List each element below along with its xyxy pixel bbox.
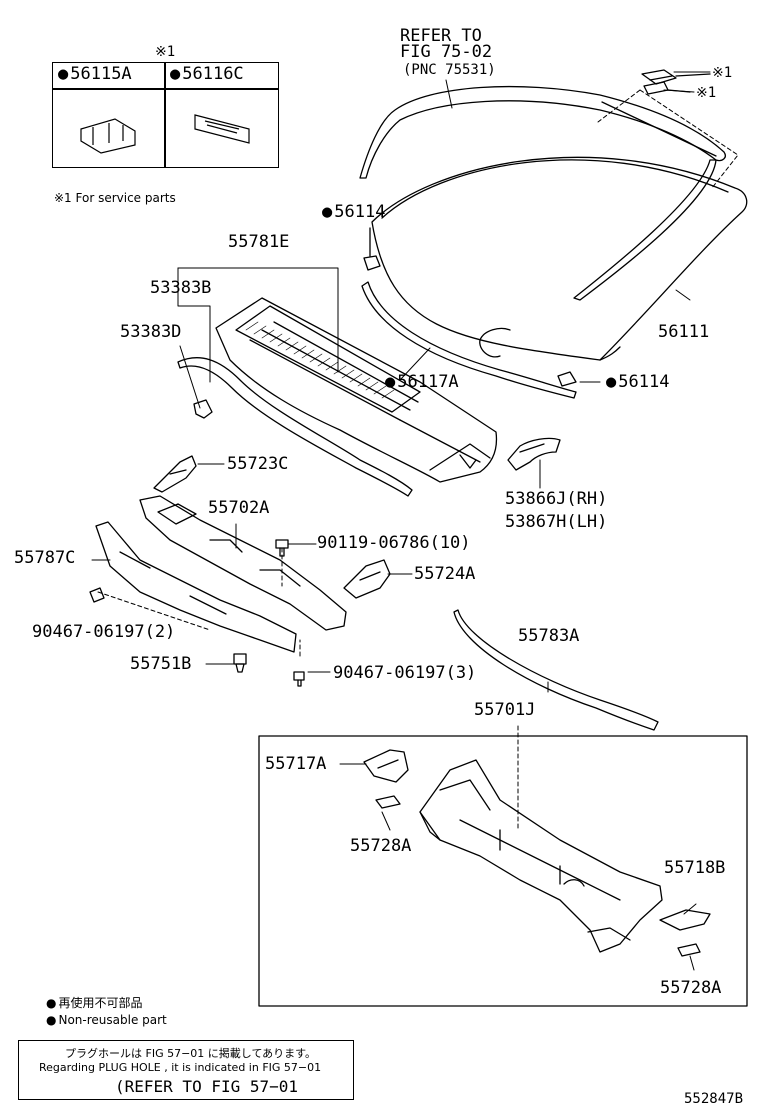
inset-part-56116C: 56116C	[170, 66, 243, 83]
inset-cell-header-2	[164, 62, 279, 90]
label-55723C: 55723C	[227, 454, 289, 474]
inset-cell-body-1	[52, 88, 166, 168]
assembly-box-55701J	[258, 735, 748, 1007]
plug-hole-jp: プラグホールは FIG 57−01 に掲載してあります。	[65, 1047, 317, 1060]
label-55781E: 55781E	[228, 232, 290, 252]
clip-56114-top	[363, 227, 381, 271]
label-55701J: 55701J	[474, 700, 536, 720]
plug-hole-refer: (REFER TO FIG 57−01	[115, 1077, 299, 1096]
clip-90467-left	[89, 587, 105, 603]
label-53383D: 53383D	[120, 322, 182, 342]
grommet-55751B	[233, 653, 247, 673]
label-55702A: 55702A	[208, 498, 270, 518]
refer-to-line2: FIG 75-02	[400, 42, 493, 62]
label-55724A: 55724A	[414, 564, 476, 584]
seal-53383D	[177, 357, 413, 497]
label-53866J: 53866J(RH)	[505, 489, 608, 509]
inset-mark: ※1	[155, 44, 176, 60]
clip-leader-lines	[597, 89, 739, 189]
label-55718B: 55718B	[664, 858, 726, 878]
clip-56114-bottom	[557, 371, 577, 387]
inset-cell-header-1	[52, 62, 166, 90]
cowl-lower-55787C	[95, 521, 297, 653]
clip-56116C-icon	[194, 114, 250, 144]
label-56111: 56111	[658, 322, 710, 342]
bracket-55718B	[659, 909, 711, 931]
label-56117A: 56117A	[385, 374, 458, 391]
label-55783A: 55783A	[518, 626, 580, 646]
plug-hole-box: プラグホールは FIG 57−01 に掲載してあります。 Regarding P…	[18, 1040, 354, 1100]
inset-part-56115A: 56115A	[58, 66, 131, 83]
label-55717A: 55717A	[265, 754, 327, 774]
label-55728A-left: 55728A	[350, 836, 412, 856]
legend-jp: 再使用不可部品	[46, 994, 142, 1011]
inset-cell-body-2	[164, 88, 279, 168]
louver-extension-53866J	[507, 437, 561, 471]
refer-to-line3: (PNC 75531)	[403, 62, 496, 78]
label-55751B: 55751B	[130, 654, 192, 674]
label-55787C: 55787C	[14, 548, 76, 568]
bracket-55723C	[153, 455, 197, 493]
figure-code: 552847B	[684, 1091, 744, 1107]
fastener-leader-lines	[97, 547, 301, 657]
weatherstrip-56117A	[361, 281, 577, 399]
label-90467-3: 90467-06197(3)	[333, 663, 477, 683]
label-90467-2: 90467-06197(2)	[32, 622, 176, 642]
bracket-55724A	[343, 559, 391, 599]
label-56114-top: 56114	[322, 204, 385, 221]
label-55728A-right: 55728A	[660, 978, 722, 998]
bracket-55717A	[363, 749, 409, 783]
clip-90467-right	[293, 671, 305, 687]
clip-56115A-icon	[80, 118, 136, 154]
plate-55728A-left	[375, 795, 401, 809]
plate-55728A-right	[677, 943, 701, 957]
service-parts-note: ※1 For service parts	[54, 191, 176, 205]
label-53867H: 53867H(LH)	[505, 512, 608, 532]
seal-55783A	[453, 609, 659, 731]
refer-to-line1: REFER TO	[400, 26, 482, 46]
plug-hole-en: Regarding PLUG HOLE , it is indicated in…	[39, 1061, 322, 1074]
label-90119: 90119-06786(10)	[317, 533, 471, 553]
windshield-glass-56111	[371, 156, 748, 361]
cowl-inner-55702A	[139, 495, 347, 631]
label-53383B: 53383B	[150, 278, 212, 298]
service-mark-1: ※1	[712, 65, 733, 81]
windshield-molding	[359, 85, 726, 301]
service-mark-2: ※1	[696, 85, 717, 101]
label-56114-bottom: 56114	[606, 374, 669, 391]
legend-en: Non-reusable part	[46, 1013, 166, 1027]
screw-90119	[275, 539, 289, 557]
cowl-assembly-55701J	[419, 759, 663, 953]
seal-clip	[193, 399, 213, 419]
